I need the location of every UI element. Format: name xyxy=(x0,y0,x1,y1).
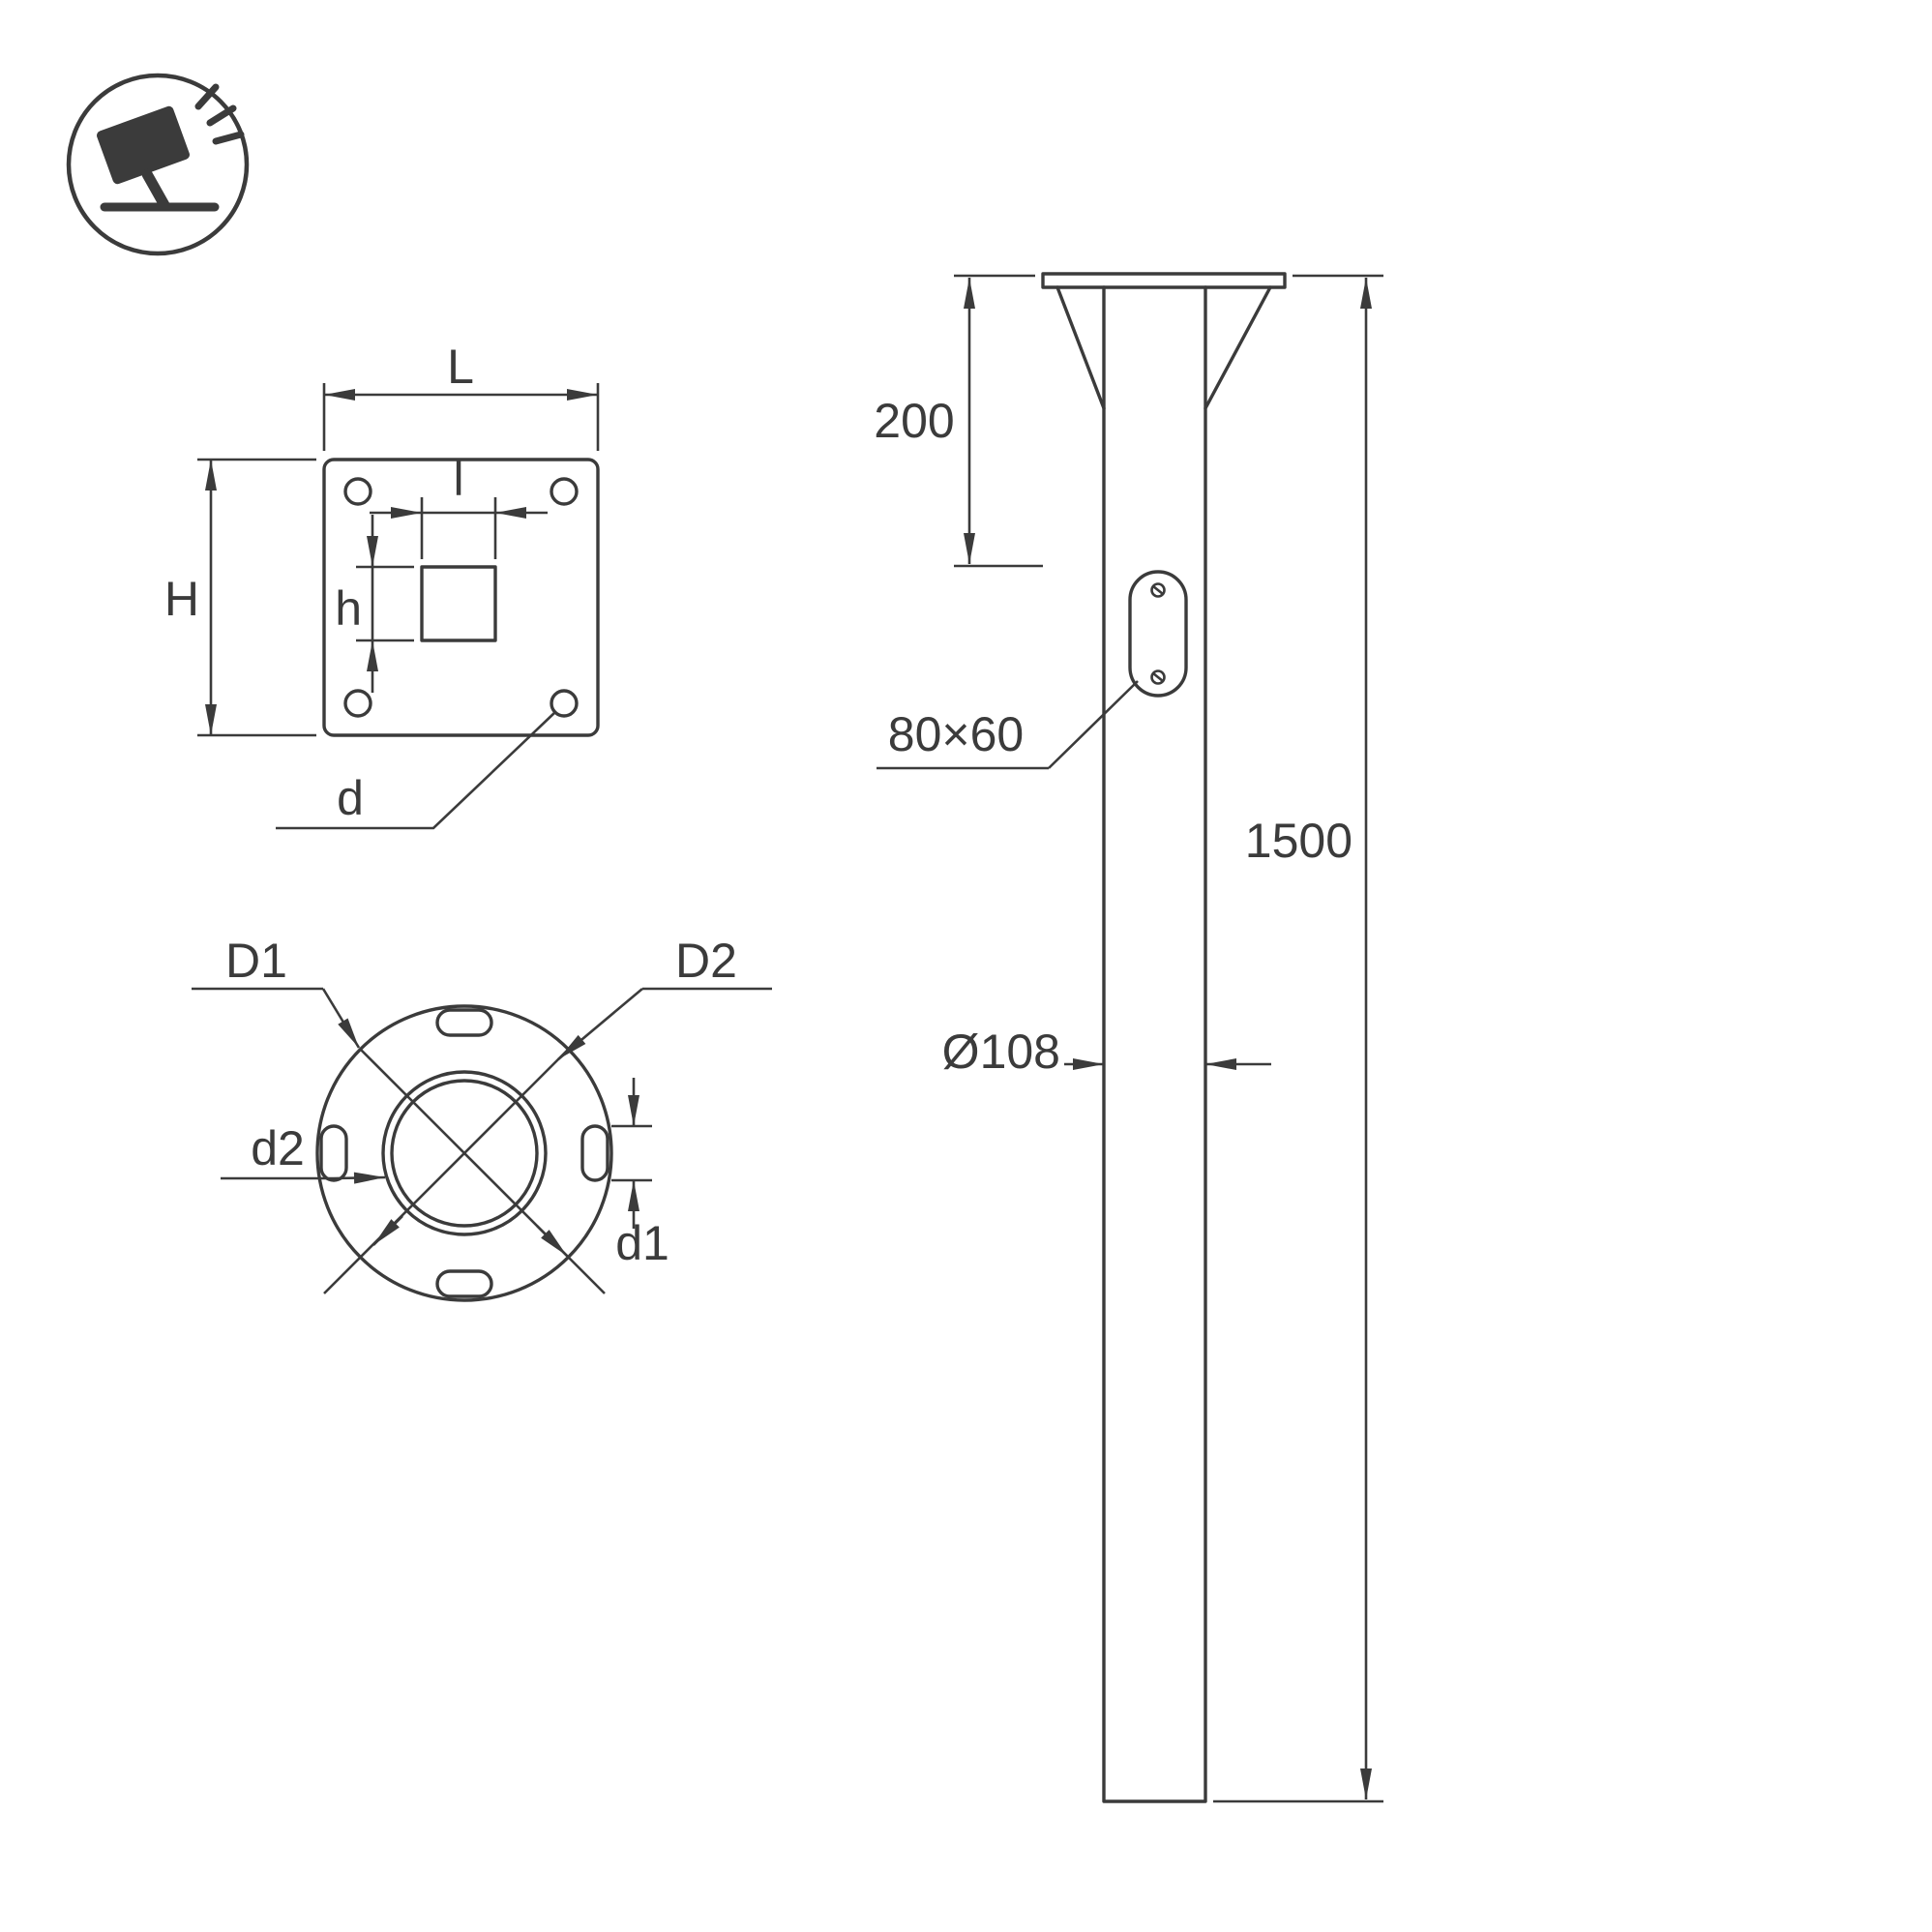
floodlight-icon xyxy=(66,73,250,256)
leader-line-D2 xyxy=(557,988,643,1060)
screw-slot xyxy=(1152,584,1164,596)
dim-label-h: h xyxy=(335,581,362,636)
light-ray-icon xyxy=(206,104,237,127)
corner-hole xyxy=(550,477,579,506)
gusset-line xyxy=(1204,285,1272,410)
screw-hole xyxy=(1150,669,1166,685)
diagonal-centerline xyxy=(359,1048,606,1294)
pipe-outer-circle xyxy=(381,1070,548,1236)
slot-hole xyxy=(435,1008,493,1037)
corner-hole xyxy=(550,689,579,718)
dim-label-d: d xyxy=(337,771,364,825)
dim-label-d1: d1 xyxy=(615,1216,669,1270)
screw-slot xyxy=(1152,671,1164,683)
flange-bottom-view: D1 D2 d2 d1 xyxy=(192,934,772,1302)
light-ray-icon xyxy=(212,131,245,145)
slot-hole xyxy=(435,1269,493,1298)
corner-hole xyxy=(343,477,372,506)
dim-label-1500: 1500 xyxy=(1245,814,1352,868)
flange-top-view: L H l h d xyxy=(164,340,600,830)
dim-label-D1: D1 xyxy=(225,934,287,988)
leader-line-D1 xyxy=(321,988,361,1049)
top-flange-plate xyxy=(1041,272,1287,289)
dim-label-L: L xyxy=(447,340,474,394)
gusset-line xyxy=(1055,285,1106,410)
dim-label-D2: D2 xyxy=(675,934,737,988)
pole-body-outline xyxy=(1102,285,1207,1803)
slot-hole xyxy=(580,1124,609,1182)
corner-hole xyxy=(343,689,372,718)
icon-border-circle xyxy=(66,73,250,256)
dim-label-80x60: 80×60 xyxy=(888,707,1024,761)
dim-arrow-D1 xyxy=(536,1225,568,1257)
dim-label-diameter: Ø108 xyxy=(942,1025,1060,1079)
dim-label-H: H xyxy=(164,572,199,626)
dim-arrow-D2 xyxy=(372,1215,403,1246)
cable-access-hole xyxy=(1128,570,1188,698)
flange-plate-outline xyxy=(322,458,600,737)
light-ray-icon xyxy=(194,83,220,110)
outer-flange-circle xyxy=(315,1004,613,1302)
leader-line-80x60 xyxy=(1048,680,1139,769)
leader-line-d2 xyxy=(333,1172,386,1184)
leader-line-d xyxy=(276,711,556,830)
pipe-inner-circle xyxy=(390,1079,539,1228)
dim-label-200: 200 xyxy=(874,394,954,448)
slot-hole xyxy=(319,1124,348,1182)
pole-side-view: 200 1500 80×60 Ø108 xyxy=(874,272,1383,1803)
dim-label-l: l xyxy=(453,452,463,506)
diagonal-centerline xyxy=(323,1048,570,1294)
dim-label-d2: d2 xyxy=(251,1121,305,1175)
floodlight-arm xyxy=(141,168,170,211)
floodlight-body xyxy=(97,105,190,185)
screw-hole xyxy=(1150,582,1166,598)
center-square-opening xyxy=(420,565,497,642)
